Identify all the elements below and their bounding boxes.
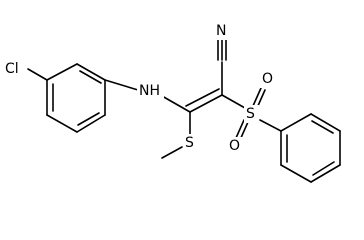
- nitrile-n-label: N: [216, 23, 226, 39]
- atom-label-cl: Cl: [3, 60, 27, 78]
- thioether-s-label: S: [185, 135, 194, 151]
- atom-label-nh: NH: [137, 82, 164, 100]
- bond-c-alpha-c-beta: [189, 94, 223, 113]
- cl-label: Cl: [5, 61, 19, 77]
- upper-o-label: O: [262, 71, 273, 87]
- bond-ring2-c4-c5: [310, 164, 341, 183]
- bond-c-alpha-c-beta-double: [185, 88, 220, 107]
- bond-c-beta-so2: [221, 94, 246, 109]
- bond-nh-c-alpha: [161, 95, 191, 113]
- bond-ring2-inner-1: [311, 120, 334, 134]
- chlorophenyl-ring: [46, 63, 106, 133]
- nh-label: NH: [139, 83, 160, 99]
- lower-o-label: O: [229, 138, 240, 154]
- atom-label-o-lower: O: [227, 137, 243, 155]
- bond-s-methyl: [161, 146, 183, 159]
- bond-ring1-inner-1: [79, 70, 102, 84]
- bond-ring1-c6-c1: [46, 63, 78, 81]
- atom-label-o-upper: O: [260, 70, 276, 88]
- sulfonyl-s-label: S: [246, 106, 255, 122]
- bond-ring2-inner-2: [312, 161, 335, 176]
- bond-ring1-c3-c4: [76, 114, 106, 133]
- bond-ring1-inner-2: [77, 112, 100, 126]
- bond-ring1-c1-c2: [76, 63, 106, 81]
- bond-c-cl: [27, 68, 48, 81]
- phenyl-ring: [280, 113, 341, 183]
- bond-ring1-nh: [104, 79, 139, 91]
- chemical-structure-diagram: Cl NH N S S O O: [3, 22, 341, 183]
- bond-ring2-c5-c6: [280, 164, 312, 183]
- bond-ring2-c1-c2: [280, 113, 312, 132]
- bond-so2-o-upper-a: [252, 87, 262, 107]
- atom-label-n-nitrile: N: [215, 22, 231, 40]
- bond-ring2-c2-c3: [310, 113, 341, 132]
- bond-so2-o-lower-b: [235, 119, 245, 139]
- atom-label-s-sulfonyl: S: [244, 105, 259, 123]
- atom-label-s-thioether: S: [183, 134, 198, 152]
- bond-ring1-c4-c5: [46, 114, 78, 133]
- bond-so2-phenyl: [259, 119, 282, 132]
